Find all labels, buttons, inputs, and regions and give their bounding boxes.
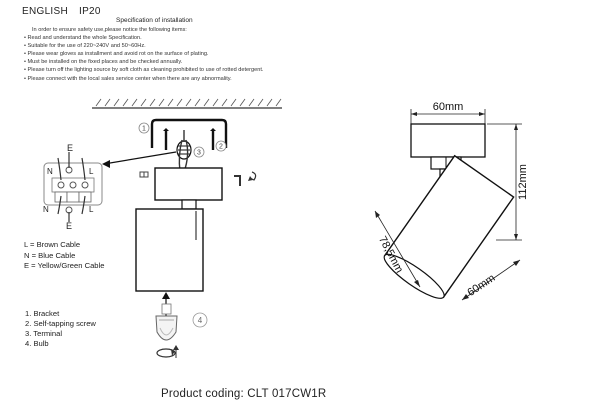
parts-list-item: 2. Self-tapping screw bbox=[25, 319, 96, 328]
pointer-arrow bbox=[103, 151, 177, 165]
dimension-drawing: 60mm 112mm 78,5mm 60mm bbox=[374, 101, 529, 301]
terminal-e-top: E bbox=[67, 143, 73, 153]
terminal-n-top: N bbox=[47, 167, 53, 176]
spec-line: • Suitable for the use of 220~240V and 5… bbox=[24, 43, 146, 50]
product-coding: Product coding: CLT 017CW1R bbox=[161, 388, 327, 400]
spec-list: In order to ensure safety use,please not… bbox=[24, 26, 263, 83]
parts-list-item: 1. Bracket bbox=[25, 309, 60, 318]
language-label: ENGLISH bbox=[22, 6, 69, 17]
dim-base-cap bbox=[410, 123, 486, 158]
cable-legend: L = Brown Cable N = Blue Cable E = Yello… bbox=[24, 240, 104, 272]
callout-2: 2 bbox=[215, 140, 227, 152]
cable-legend-line: E = Yellow/Green Cable bbox=[24, 261, 105, 270]
spec-line: • Please connect with the local sales se… bbox=[24, 75, 232, 82]
spec-line: • Please turn off the lighting source by… bbox=[24, 67, 264, 74]
svg-text:60mm: 60mm bbox=[465, 272, 497, 299]
dim-cylinder bbox=[383, 154, 515, 299]
bracket bbox=[150, 118, 228, 148]
dim-top-width: 60mm bbox=[410, 101, 486, 124]
callout-1: 1 bbox=[138, 122, 150, 134]
terminal-l-bottom: L bbox=[89, 205, 94, 214]
terminal-e-bottom: E bbox=[66, 221, 72, 231]
parts-list-item: 3. Terminal bbox=[25, 329, 63, 338]
ip-rating-label: IP20 bbox=[79, 6, 101, 17]
svg-text:4: 4 bbox=[198, 316, 203, 325]
svg-text:2: 2 bbox=[219, 144, 223, 151]
lamp-cylinder bbox=[135, 208, 204, 292]
svg-text:3: 3 bbox=[197, 150, 201, 157]
spec-line: In order to ensure safety use,please not… bbox=[32, 27, 187, 33]
cable-legend-line: L = Brown Cable bbox=[24, 240, 81, 249]
dim-bottom-width: 60mm bbox=[461, 259, 521, 301]
spec-title: Specification of installation bbox=[116, 17, 193, 24]
ceiling-hatch bbox=[92, 98, 282, 109]
callout-3: 3 bbox=[193, 146, 205, 158]
terminal-connector bbox=[176, 130, 192, 173]
parts-list: 1. Bracket 2. Self-tapping screw 3. Term… bbox=[25, 309, 96, 349]
spec-line: • Must be installed on the fixed places … bbox=[24, 59, 183, 66]
screw-detail-icon bbox=[139, 171, 149, 178]
spec-line: • Please wear gloves as installment and … bbox=[24, 51, 209, 58]
svg-text:60mm: 60mm bbox=[433, 101, 464, 113]
parts-list-item: 4. Bulb bbox=[25, 339, 49, 348]
svg-text:112mm: 112mm bbox=[517, 164, 529, 200]
lamp-neck bbox=[181, 199, 197, 210]
bulb bbox=[155, 303, 178, 341]
terminal-n-bottom: N bbox=[43, 205, 49, 214]
rotate-arrow-icon bbox=[156, 345, 179, 358]
lamp-base bbox=[154, 167, 223, 201]
spec-line: • Read and understand the whole Specific… bbox=[24, 35, 142, 42]
terminal-l-top: L bbox=[89, 167, 94, 176]
callout-4: 4 bbox=[192, 312, 208, 328]
svg-text:1: 1 bbox=[142, 126, 146, 133]
dim-height: 112mm bbox=[487, 123, 529, 241]
installation-diagram: 1 2 3 4 bbox=[43, 98, 282, 358]
cable-legend-line: N = Blue Cable bbox=[24, 250, 76, 260]
terminal-detail: E N L N L E bbox=[43, 143, 103, 231]
hex-key-icon bbox=[234, 171, 257, 186]
